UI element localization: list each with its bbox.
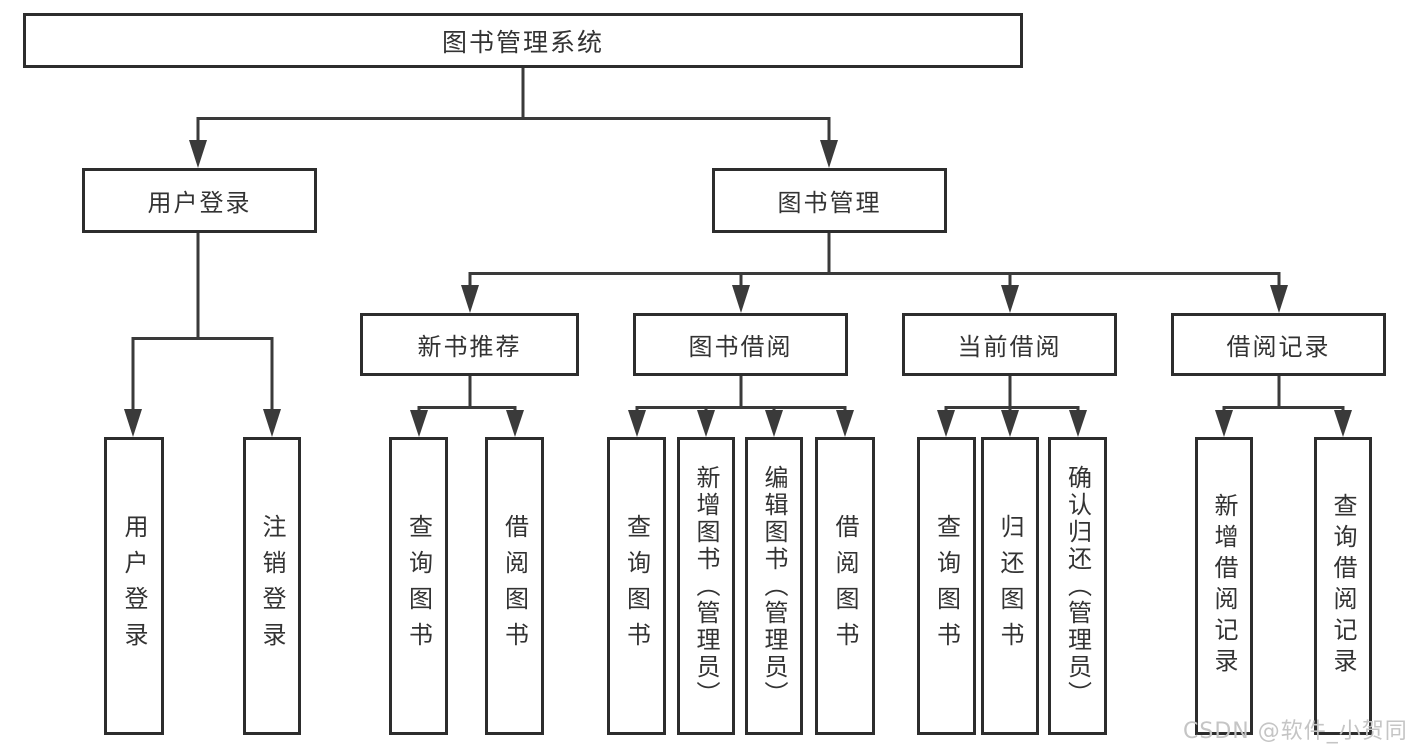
connector-borrowing-to-leaves <box>628 376 854 437</box>
connector-current-to-leaves <box>937 376 1087 437</box>
node-user-login: 用户登录 <box>82 168 317 233</box>
leaf-current-return-books: 归还图书 <box>981 437 1039 735</box>
leaf-logout: 注销登录 <box>243 437 301 735</box>
leaf-user-login: 用户登录 <box>104 437 164 735</box>
connector-root-to-level2 <box>189 68 838 168</box>
leaf-borrowing-query-books: 查询图书 <box>607 437 666 735</box>
leaf-borrowing-add-books-admin: 新增图书（管理员） <box>677 437 735 735</box>
connector-user-login-to-leaves <box>124 233 281 437</box>
node-current-borrowing: 当前借阅 <box>902 313 1117 376</box>
leaf-borrowing-edit-books-admin: 编辑图书（管理员） <box>745 437 803 735</box>
leaf-current-confirm-return-admin: 确认归还（管理员） <box>1048 437 1107 735</box>
leaf-records-add-borrow-record: 新增借阅记录 <box>1195 437 1253 735</box>
node-book-management: 图书管理 <box>712 168 947 233</box>
leaf-records-query-borrow-record: 查询借阅记录 <box>1314 437 1372 735</box>
connector-records-to-leaves <box>1215 376 1352 437</box>
node-book-borrowing: 图书借阅 <box>633 313 848 376</box>
watermark: CSDN @软件_小贺同学 <box>1183 719 1405 744</box>
connector-recommendation-to-leaves <box>410 376 524 437</box>
node-book-management-system: 图书管理系统 <box>23 13 1023 68</box>
leaf-recommend-query-books: 查询图书 <box>389 437 448 735</box>
leaf-current-query-books: 查询图书 <box>917 437 976 735</box>
node-new-book-recommendation: 新书推荐 <box>360 313 579 376</box>
leaf-borrowing-borrow-books: 借阅图书 <box>815 437 875 735</box>
node-borrowing-records: 借阅记录 <box>1171 313 1386 376</box>
connector-book-management-to-level3 <box>461 232 1288 313</box>
leaf-recommend-borrow-books: 借阅图书 <box>485 437 544 735</box>
